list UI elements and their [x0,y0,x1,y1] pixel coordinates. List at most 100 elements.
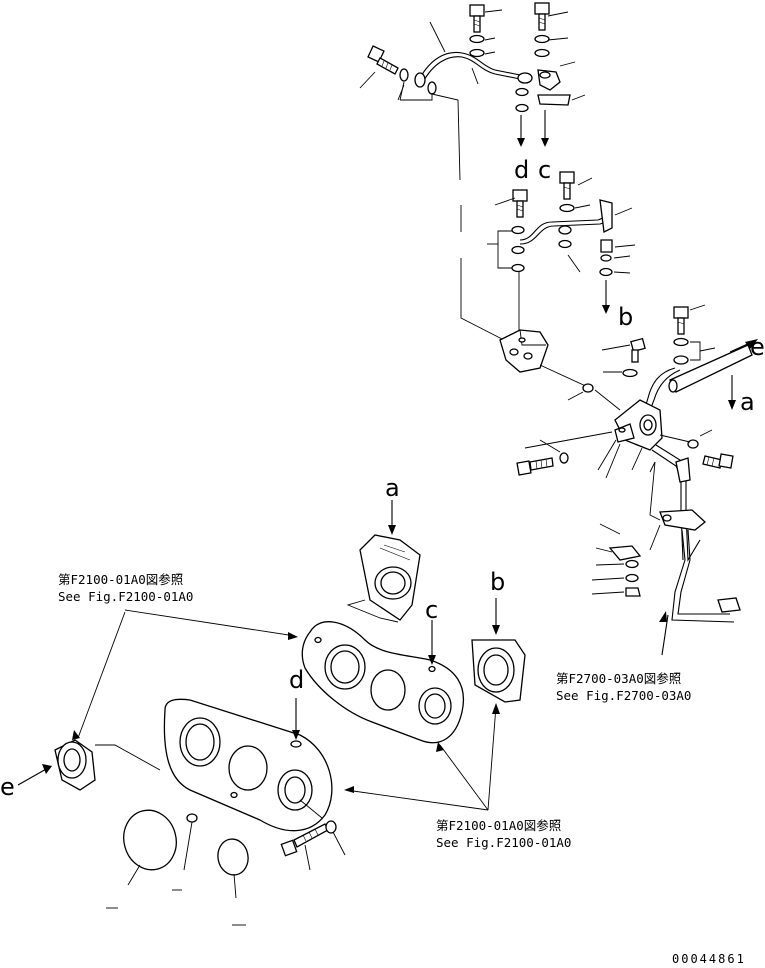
washer [325,820,337,834]
letter-d-bottom: d [289,666,304,694]
bolt-right-1 [673,306,689,335]
lower-small-parts [106,799,346,926]
cover-plate-e [17,739,161,791]
arrow-down [541,138,549,147]
bolt-right-2 [630,337,646,363]
washer [515,87,529,97]
reference-callout-lines [72,609,500,811]
letter-a-top: a [740,388,755,416]
document-id: 00044861 [672,952,746,966]
bolt-lower-left [516,457,554,476]
reference-texts: 第F2100-01A0図参照 See Fig.F2100-01A0 第F2700… [58,572,746,966]
washer [399,68,409,82]
pipe-end [668,379,678,393]
ref-right-jp: 第F2700-03A0図参照 [556,671,681,686]
washer [534,34,550,44]
tube-line [644,367,676,409]
letter-e-bottom: e [0,773,15,801]
case-plate-middle [301,620,464,744]
washer [469,48,485,58]
pin [186,813,198,823]
washer [515,103,529,113]
letter-b-bottom: b [490,568,505,596]
tube-fitting [517,72,533,84]
washer [673,355,689,365]
arrow-down [428,655,436,665]
fitting-hole [539,71,551,79]
washer [511,225,525,235]
tube-line [419,51,526,79]
bolt-mid-2 [559,171,575,200]
fitting-mid [659,509,706,531]
washer [534,48,550,58]
right-upper-assembly [516,304,758,656]
washer [687,439,699,449]
manifold-block [499,329,591,389]
tube-line [671,529,735,623]
arrow-down [728,400,736,410]
nut [625,587,641,597]
case-front [163,698,333,832]
fitting-end [717,597,741,613]
washer [625,559,639,569]
bolt-left [367,45,399,75]
tube-line [649,369,681,411]
fitting [675,457,691,483]
arrow-down [517,138,525,147]
washer [511,245,525,255]
cover-plate-b [471,598,526,703]
arrow-right [745,339,758,349]
bracket-small [608,545,642,561]
letter-c-top: c [538,156,551,184]
washer [558,239,572,249]
o-ring-small [217,838,249,876]
washer [559,203,575,213]
washer [625,573,639,583]
washer [427,81,437,95]
clip [537,94,571,106]
washer [622,368,638,378]
tube-line [677,529,730,615]
washer [600,254,612,262]
letter-d-top: d [514,156,529,184]
washer [469,34,485,44]
letter-b-top: b [618,303,633,331]
ref-bottom-en: See Fig.F2100-01A0 [436,835,571,850]
top-tube-assembly [359,2,586,341]
ref-right-en: See Fig.F2700-03A0 [556,688,691,703]
washer [559,452,569,464]
arrow-down [492,625,500,635]
washer [599,267,613,277]
elbow-fitting [599,199,613,233]
letter-c-bottom: c [425,596,438,624]
o-ring-large [123,809,177,871]
arrow-up [659,611,667,622]
arrow-left [42,764,52,774]
cover-plate-a [346,500,421,623]
valve-port [643,419,653,431]
tube-fitting [558,225,572,235]
bolt-top-2 [534,2,550,31]
ref-left-jp: 第F2100-01A0図参照 [58,572,183,587]
washer [582,383,594,393]
bolt-lower-right [702,453,734,469]
connection-letters: d c b e a a b c d e [0,156,765,801]
ref-bottom-jp: 第F2100-01A0図参照 [436,818,561,833]
arrow-down [292,730,300,740]
tube-line [422,56,526,83]
washer [511,263,525,273]
adapter [600,239,613,253]
washer [673,337,689,347]
pipe [669,344,753,393]
bolt-mid-1 [512,189,528,218]
tube-end [414,72,426,88]
middle-tube-assembly [487,171,636,335]
letter-a-bottom: a [385,474,400,502]
bolt-top-1 [469,4,485,33]
ref-left-en: See Fig.F2100-01A0 [58,589,193,604]
arrow-down [602,305,610,314]
letter-e-top: e [750,333,765,361]
arrow-down [388,525,396,535]
